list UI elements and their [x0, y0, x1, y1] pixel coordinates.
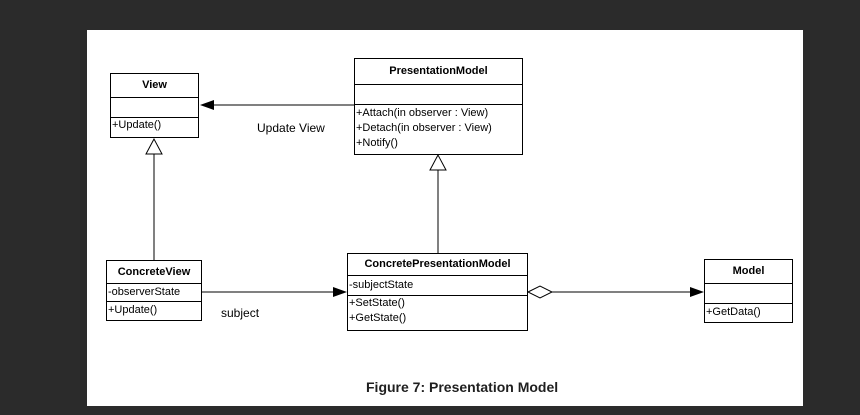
- operation: +Notify(): [356, 137, 398, 149]
- operation: +GetState(): [349, 312, 407, 324]
- operation: +Detach(in observer : View): [356, 122, 492, 134]
- class-concrete-presentation-model-operations: +SetState() +GetState(): [348, 296, 527, 326]
- class-concrete-presentation-model-name: ConcretePresentationModel: [348, 254, 527, 276]
- class-concrete-view-attributes: -observerState: [107, 284, 201, 302]
- class-concrete-view-operations: +Update(): [107, 302, 201, 319]
- class-presentation-model-name: PresentationModel: [355, 59, 522, 85]
- operation: +Attach(in observer : View): [356, 107, 489, 119]
- attribute: -subjectState: [349, 279, 414, 291]
- cpm-inheritance-triangle: [429, 153, 447, 171]
- class-view-attributes: [111, 98, 198, 118]
- update-view-arrowhead: [200, 100, 214, 110]
- class-presentation-model-operations: +Attach(in observer : View) +Detach(in o…: [355, 105, 522, 151]
- class-view-operations: +Update(): [111, 118, 198, 133]
- class-presentation-model: PresentationModel +Attach(in observer : …: [354, 58, 523, 155]
- operation: +Update(): [112, 119, 162, 131]
- attribute: -observerState: [108, 286, 181, 298]
- class-concrete-presentation-model: ConcretePresentationModel -subjectState …: [347, 253, 528, 331]
- aggregation-arrowhead: [690, 287, 704, 297]
- class-view: View +Update(): [110, 73, 199, 138]
- class-concrete-view: ConcreteView -observerState +Update(): [106, 260, 202, 321]
- edge-label-subject: subject: [221, 306, 260, 320]
- aggregation-diamond: [526, 285, 554, 299]
- class-model: Model +GetData(): [704, 259, 793, 323]
- edge-label-update-view: Update View: [257, 121, 325, 135]
- operation: +Update(): [108, 304, 158, 316]
- class-concrete-presentation-model-attributes: -subjectState: [348, 276, 527, 296]
- class-concrete-view-name: ConcreteView: [107, 261, 201, 284]
- class-model-attributes: [705, 284, 792, 304]
- class-model-name: Model: [705, 260, 792, 284]
- operation: +GetData(): [706, 306, 761, 318]
- concrete-view-inheritance-triangle: [145, 137, 163, 155]
- subject-arrowhead: [333, 287, 347, 297]
- figure-caption: Figure 7: Presentation Model: [366, 379, 559, 395]
- operation: +SetState(): [349, 297, 405, 309]
- class-presentation-model-attributes: [355, 85, 522, 105]
- class-model-operations: +GetData(): [705, 304, 792, 321]
- class-view-name: View: [111, 74, 198, 98]
